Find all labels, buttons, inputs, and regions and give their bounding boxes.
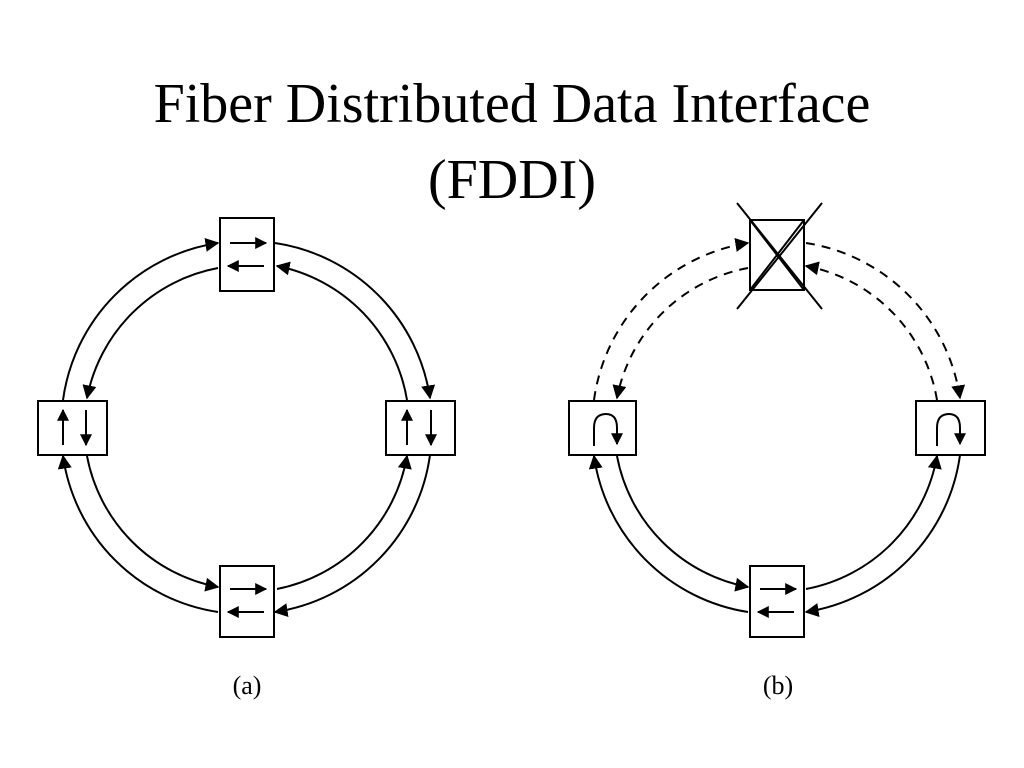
station-left-b-wrapped bbox=[568, 400, 637, 456]
station-bottom-b bbox=[749, 565, 805, 638]
station-top-a bbox=[219, 217, 275, 292]
dashed-ring-b bbox=[593, 238, 966, 401]
active-ring-b bbox=[588, 454, 961, 617]
panel-a: (a) bbox=[37, 217, 456, 700]
station-left-a bbox=[37, 400, 108, 456]
caption-a: (a) bbox=[233, 671, 262, 700]
station-bottom-a bbox=[219, 565, 275, 638]
station-right-a bbox=[385, 400, 456, 456]
title-line-1: Fiber Distributed Data Interface bbox=[153, 73, 871, 135]
inner-ring-a bbox=[82, 261, 412, 592]
station-right-b-wrapped bbox=[915, 400, 986, 456]
caption-b: (b) bbox=[763, 671, 793, 700]
wrap-loop-icon bbox=[936, 412, 966, 446]
title-line-2: (FDDI) bbox=[428, 149, 596, 211]
failed-station-b bbox=[736, 202, 823, 310]
wrap-loop-icon bbox=[593, 412, 623, 446]
page-title: Fiber Distributed Data Interface (FDDI) bbox=[0, 66, 1024, 218]
panel-b: (b) bbox=[568, 202, 986, 700]
outer-ring-a bbox=[57, 237, 436, 618]
